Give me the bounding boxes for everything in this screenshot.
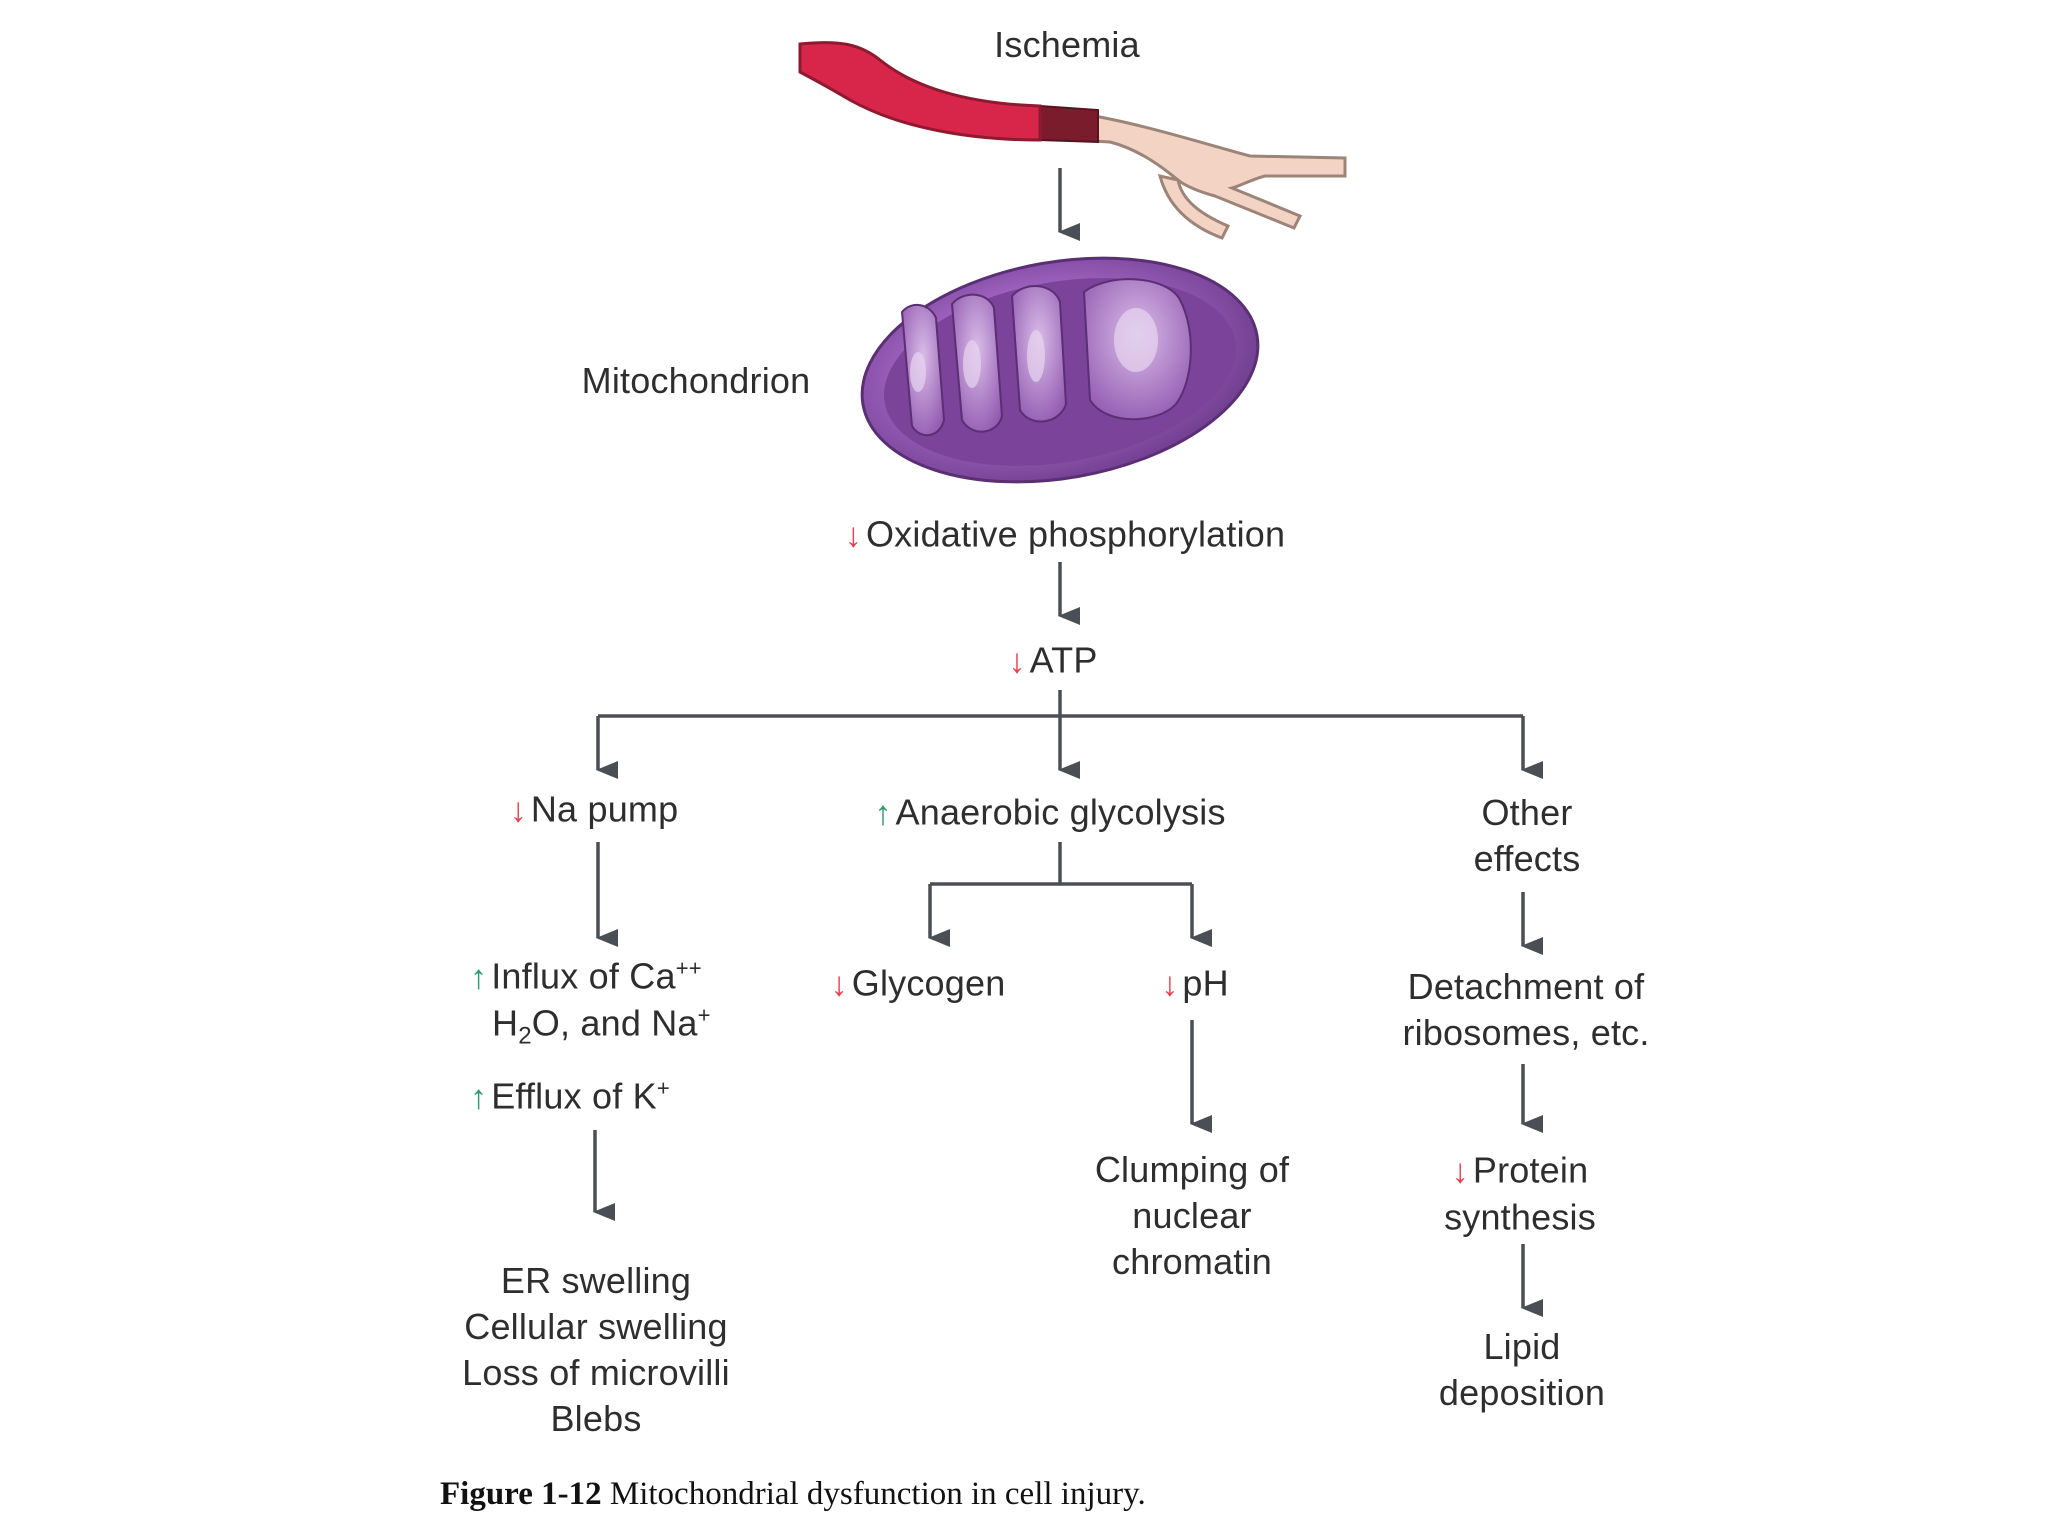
up-arrow-icon: ↑ (470, 1078, 488, 1117)
label-other-effects: Other effects (1473, 792, 1581, 879)
figure-caption-text: Mitochondrial dysfunction in cell injury… (609, 1476, 1146, 1512)
label-anaerobic-glycolysis: ↑Anaerobic glycolysis (874, 791, 1226, 833)
up-arrow-icon: ↑ (874, 794, 892, 833)
label-ischemia: Ischemia (994, 24, 1140, 65)
label-lipid-deposition: Lipid deposition (1438, 1326, 1606, 1413)
down-arrow-icon: ↓ (830, 965, 848, 1004)
mitochondrion-illustration (860, 256, 1260, 484)
down-arrow-icon: ↓ (1451, 1152, 1469, 1191)
down-arrow-icon: ↓ (1161, 965, 1179, 1004)
label-glycogen: ↓Glycogen (830, 962, 1006, 1004)
connector-lines (593, 168, 1543, 1317)
down-arrow-icon: ↓ (844, 516, 862, 555)
figure-number: Figure 1-12 (440, 1476, 602, 1512)
label-detachment: Detachment of ribosomes, etc. (1402, 966, 1650, 1053)
label-protein-synthesis: ↓Protein synthesis (1444, 1149, 1596, 1238)
label-efflux: ↑Efflux of K+ (470, 1075, 670, 1117)
label-na-pump: ↓Na pump (509, 788, 679, 830)
label-oxidative-phosphorylation: ↓Oxidative phosphorylation (844, 513, 1286, 555)
up-arrow-icon: ↑ (470, 958, 488, 997)
down-arrow-icon: ↓ (509, 791, 527, 830)
label-ph: ↓pH (1161, 962, 1229, 1004)
figure-caption: Figure 1-12 Mitochondrial dysfunction in… (440, 1476, 1146, 1513)
blood-vessel-occlusion-illustration (798, 41, 1347, 240)
label-clumping: Clumping of nuclear chromatin (1094, 1149, 1290, 1282)
label-influx: ↑Influx of Ca++ H2O, and Na+ (470, 955, 711, 1050)
label-atp: ↓ATP (1008, 639, 1098, 681)
down-arrow-icon: ↓ (1008, 642, 1026, 681)
label-er-swelling-group: ER swelling Cellular swelling Loss of mi… (462, 1260, 730, 1439)
label-mitochondrion: Mitochondrion (581, 360, 811, 401)
